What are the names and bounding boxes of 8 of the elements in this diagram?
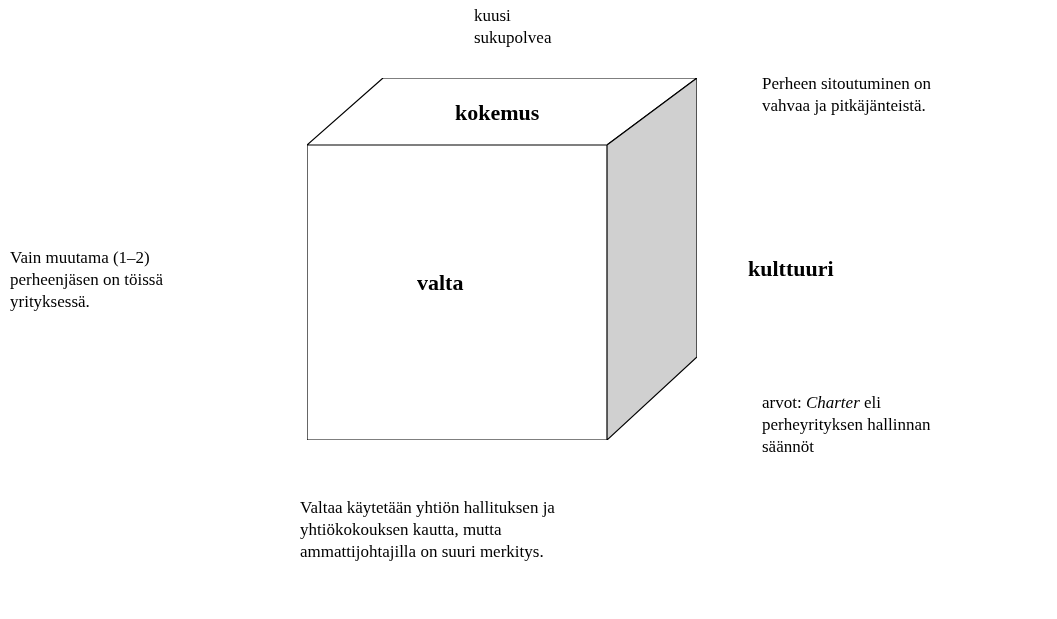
face-label: kokemus	[455, 100, 540, 126]
note-text: Perheen sitoutuminen on vahvaa ja pitkäjänteistä.	[762, 73, 933, 117]
note-text: Valtaa käytetään yhtiön hallituksen ja yhtiökokouksen kautta, mutta ammattijohtajilla on suuri merkitys.	[300, 497, 556, 563]
face-label: valta	[417, 270, 464, 296]
dimension-label: kulttuuri	[748, 258, 835, 280]
note-text: Vain muutama (1–2) perheenjäsen on töissä yrityksessä.	[10, 247, 164, 313]
note-text: kuusi sukupolvea	[474, 5, 553, 49]
note-text: arvot: Charter eli perheyrityksen hallinnan säännöt	[762, 392, 932, 458]
